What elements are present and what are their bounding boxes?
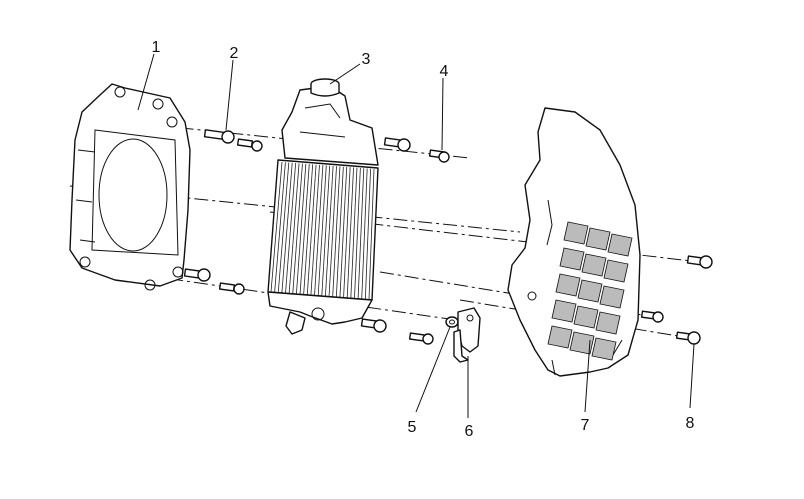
grille-slat [577, 279, 603, 303]
radiator-fin [368, 168, 375, 300]
leader-5 [415, 326, 451, 413]
bolt-upper-2 [236, 138, 263, 152]
bolt-lower-2 [218, 282, 245, 295]
bolt-set-radiator [360, 137, 450, 345]
grille-slat [551, 299, 577, 323]
bolt-cover-lower [675, 331, 701, 345]
leader-3 [329, 63, 361, 85]
callout-2: 2 [230, 45, 239, 62]
bolt-set-cover [640, 255, 713, 345]
callout-7: 7 [581, 417, 590, 434]
bolt-set-frame [183, 129, 263, 295]
radiator-fin [346, 167, 354, 298]
callout-4: 4 [440, 63, 449, 80]
grille-slat [607, 233, 633, 257]
radiator-fin [299, 164, 310, 295]
radiator-fin [364, 168, 371, 299]
mounting-bracket [453, 307, 481, 363]
callout-6: 6 [465, 423, 474, 440]
leader-2 [225, 59, 234, 131]
frame-mount-bosses [79, 86, 184, 291]
grille-slat [559, 247, 585, 271]
radiator-fin [321, 165, 331, 296]
grommet [445, 316, 459, 328]
grille-slat [555, 273, 581, 297]
radiator-fin [303, 164, 314, 295]
side-cover-grille-slats [547, 221, 633, 361]
grille-slat [591, 337, 617, 361]
grille-slat [573, 305, 599, 329]
fan-shroud-frame [69, 83, 191, 291]
bolt-cover-upper [686, 255, 713, 269]
callout-labels: 1 2 3 4 5 6 7 8 [152, 39, 695, 440]
radiator-fin [277, 162, 290, 293]
bolt-cover-middle [640, 310, 664, 323]
leader-8 [689, 343, 695, 409]
callout-8: 8 [686, 415, 695, 432]
radiator-fin [285, 163, 297, 294]
callout-5: 5 [408, 419, 417, 436]
bolt-upper [203, 129, 235, 144]
radiator-fin [339, 166, 348, 297]
radiator-fin [361, 168, 368, 299]
radiator-fin [325, 165, 334, 296]
bolt-lower [183, 268, 211, 282]
radiator-fin [274, 162, 286, 293]
leader-7 [584, 339, 591, 413]
radiator-fin [343, 167, 351, 298]
bolt-radiator-upper [383, 137, 411, 152]
callout-3: 3 [362, 51, 371, 68]
radiator-fin [310, 164, 320, 295]
radiator-core-fins [270, 161, 375, 300]
grille-slat [595, 311, 621, 335]
radiator-fin [317, 165, 327, 296]
grille-slat [569, 331, 595, 355]
callout-1: 1 [152, 39, 161, 56]
radiator-fin [357, 168, 365, 299]
grille-slat [585, 227, 611, 251]
bolt-radiator-lower [360, 318, 387, 333]
grille-slat [603, 259, 629, 283]
bolt-radiator-lower-2 [408, 332, 434, 345]
grille-slat [563, 221, 589, 245]
radiator [267, 78, 379, 335]
radiator-fin [350, 167, 358, 298]
radiator-fin [332, 166, 341, 297]
radiator-fin [354, 167, 361, 298]
leader-lines [137, 53, 695, 418]
radiator-fin [335, 166, 344, 297]
side-cover-panel [507, 107, 641, 377]
bolt-radiator-upper-2 [428, 149, 450, 163]
radiator-fin [270, 161, 283, 293]
radiator-fin [281, 162, 293, 293]
radiator-fin [288, 163, 300, 294]
radiator-fin [292, 163, 303, 294]
leader-4 [441, 77, 444, 151]
grille-slat [581, 253, 607, 277]
leader-1 [137, 53, 155, 111]
grille-slat [547, 325, 573, 349]
radiator-fin [314, 165, 324, 296]
grille-slat [599, 285, 625, 309]
radiator-fin [296, 163, 307, 294]
radiator-fin [328, 166, 337, 297]
radiator-fin [306, 164, 317, 295]
